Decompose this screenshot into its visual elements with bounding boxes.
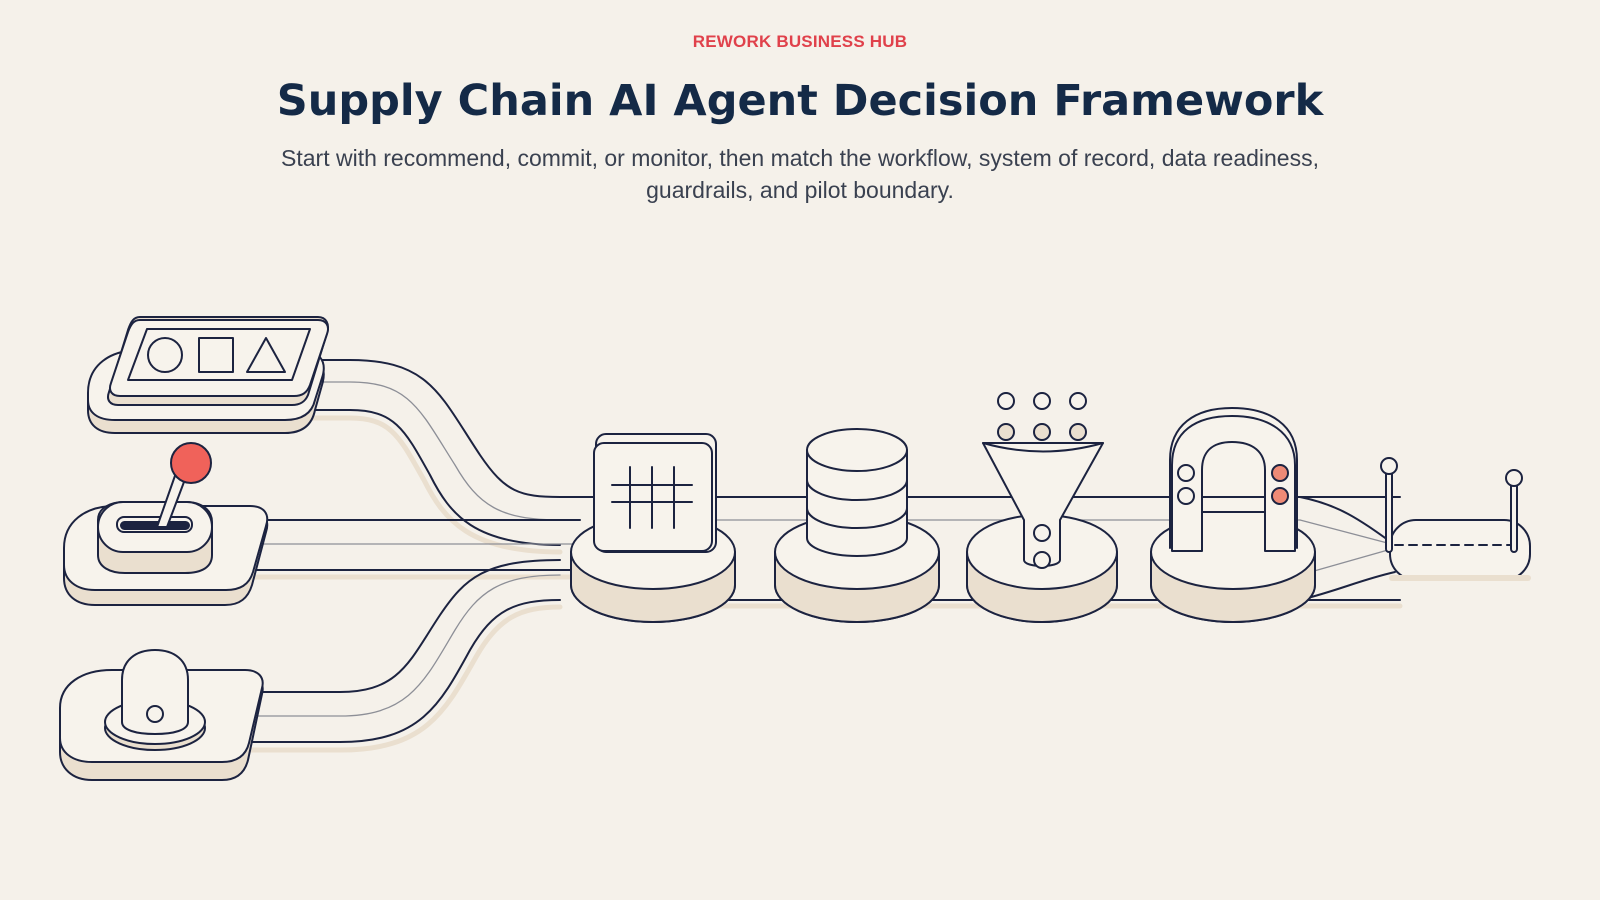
brand-eyebrow: REWORK BUSINESS HUB bbox=[692, 32, 908, 51]
grid-board-icon bbox=[570, 433, 736, 623]
shapes-panel-icon bbox=[87, 316, 329, 434]
boundary-posts-icon bbox=[1380, 457, 1523, 553]
track-bottom bbox=[247, 559, 563, 753]
dome-sensor-icon bbox=[59, 649, 264, 781]
magnet-arch-icon bbox=[1150, 407, 1316, 623]
joystick-lever-icon bbox=[63, 442, 269, 606]
page-title: Supply Chain AI Agent Decision Framework bbox=[276, 76, 1324, 126]
database-cylinder-icon bbox=[774, 428, 940, 623]
track-middle bbox=[245, 519, 583, 580]
funnel-filter-icon bbox=[966, 392, 1118, 623]
track-top bbox=[309, 359, 601, 555]
page-subtitle: Start with recommend, commit, or monitor… bbox=[281, 145, 1319, 203]
